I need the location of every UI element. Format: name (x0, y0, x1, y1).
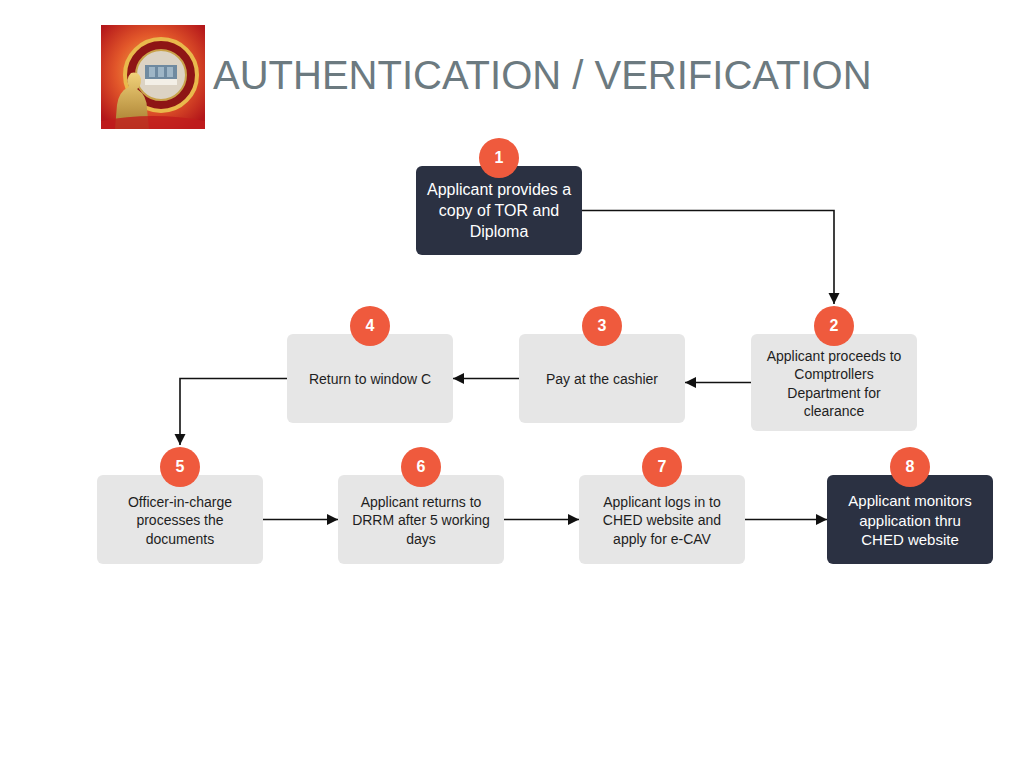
logo-pane (158, 67, 164, 77)
process-box: Applicant monitors application thru CHED… (827, 475, 993, 564)
logo-counter (145, 79, 177, 85)
step-text: Applicant provides a copy of TOR and Dip… (426, 180, 572, 242)
step-text: Applicant returns to DRRM after 5 workin… (348, 493, 494, 548)
logo-pane (167, 67, 173, 77)
step-number-circle: 2 (814, 306, 854, 346)
step-text: Applicant proceeds to Comptrollers Depar… (761, 347, 907, 420)
logo-ground (101, 25, 205, 129)
step-number-circle: 6 (401, 447, 441, 487)
process-box: Officer-in-charge processes the document… (97, 475, 263, 564)
step-number-circle: 4 (350, 306, 390, 346)
flow-arrow (685, 382, 751, 384)
step-number-circle: 5 (160, 447, 200, 487)
step-number-circle: 8 (890, 447, 930, 487)
text-group: Pay at the cashier (529, 370, 675, 388)
text-group: Officer-in-charge processes the document… (107, 493, 253, 548)
text-group: Applicant provides a copy of TOR and Dip… (426, 180, 572, 242)
step-text: Officer-in-charge processes the document… (107, 493, 253, 548)
step-text: Return to window C (297, 370, 443, 388)
callout-number: 2 (830, 318, 839, 334)
process-box: Applicant logs in to CHED website and ap… (579, 475, 745, 564)
callout-number: 7 (658, 459, 667, 475)
text-group: Applicant proceeds to Comptrollers Depar… (761, 347, 907, 420)
process-box: Applicant provides a copy of TOR and Dip… (416, 166, 582, 255)
step-number-circle: 7 (642, 447, 682, 487)
text-group: Return to window C (297, 370, 443, 388)
step-text: Applicant monitors application thru CHED… (837, 491, 983, 550)
step-number-circle: 3 (582, 306, 622, 346)
callout-number: 3 (598, 318, 607, 334)
flow-arrow (582, 211, 834, 305)
logo-band (101, 116, 205, 129)
logo-window (145, 65, 177, 79)
step-text: Applicant logs in to CHED website and ap… (589, 493, 735, 548)
text-group: Applicant returns to DRRM after 5 workin… (348, 493, 494, 548)
callout-number: 1 (495, 150, 504, 166)
callout-number: 6 (417, 459, 426, 475)
process-box: Applicant returns to DRRM after 5 workin… (338, 475, 504, 564)
step-text: Pay at the cashier (529, 370, 675, 388)
flow-arrow (263, 519, 338, 521)
process-box: Pay at the cashier3 (519, 334, 685, 423)
office-logo (101, 25, 205, 129)
flow-arrow (745, 519, 827, 521)
step-number-circle: 1 (479, 138, 519, 178)
page-title: AUTHENTICATION / VERIFICATION (213, 52, 872, 98)
logo-pane (149, 67, 155, 77)
callout-number: 8 (906, 459, 915, 475)
flow-arrow (504, 519, 579, 521)
callout-number: 4 (366, 318, 375, 334)
process-box: Return to window C4 (287, 334, 453, 423)
process-box: Applicant proceeds to Comptrollers Depar… (751, 334, 917, 431)
logo-inner (136, 50, 186, 100)
flow-arrow (180, 379, 287, 446)
flow-arrow (453, 378, 519, 380)
callout-number: 5 (176, 459, 185, 475)
text-group: Applicant logs in to CHED website and ap… (589, 493, 735, 548)
text-group: Applicant monitors application thru CHED… (837, 491, 983, 550)
